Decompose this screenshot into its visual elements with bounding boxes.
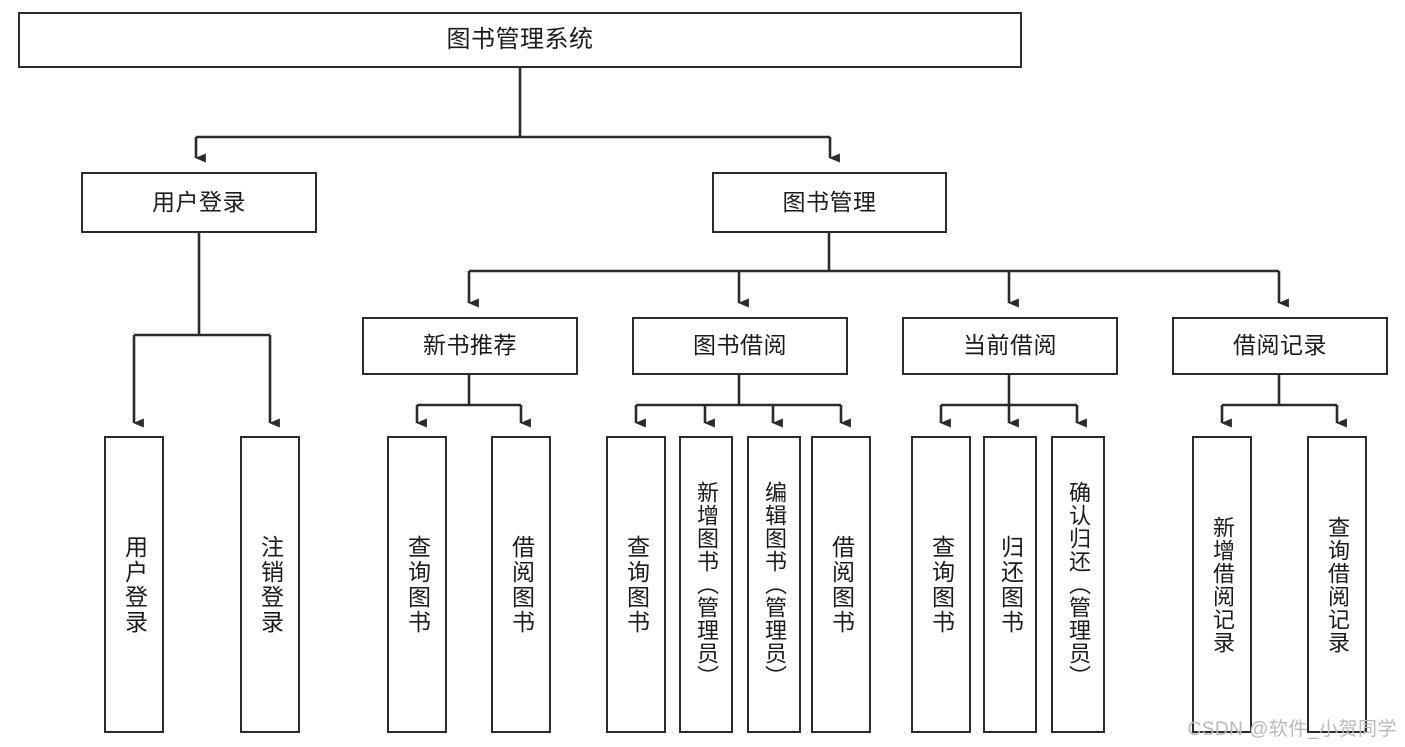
node-book-borrow-label: 图书借阅 bbox=[693, 332, 787, 359]
node-leaf-confirm-return-label: 确认归还（管理员） bbox=[1066, 481, 1091, 688]
node-leaf-query-book-1-label: 查询图书 bbox=[404, 534, 431, 635]
node-leaf-add-book-label: 新增图书（管理员） bbox=[694, 481, 719, 688]
csdn-watermark: CSDN @软件_小贺同学 bbox=[1187, 719, 1397, 740]
node-leaf-borrow-book-1-label: 借阅图书 bbox=[508, 534, 535, 635]
node-leaf-add-record[interactable]: 新增借阅记录 bbox=[1192, 436, 1252, 733]
node-book-manage[interactable]: 图书管理 bbox=[712, 172, 947, 233]
node-leaf-query-book-2-label: 查询图书 bbox=[623, 534, 650, 635]
node-leaf-user-logout[interactable]: 注销登录 bbox=[240, 436, 300, 733]
node-leaf-query-book-3-label: 查询图书 bbox=[928, 534, 955, 635]
node-leaf-query-book-1[interactable]: 查询图书 bbox=[387, 436, 447, 733]
node-user-login[interactable]: 用户登录 bbox=[81, 172, 317, 233]
node-leaf-query-book-3[interactable]: 查询图书 bbox=[911, 436, 971, 733]
node-leaf-return-book-label: 归还图书 bbox=[997, 534, 1024, 635]
node-book-borrow[interactable]: 图书借阅 bbox=[632, 317, 848, 375]
node-leaf-query-record-label: 查询借阅记录 bbox=[1325, 515, 1350, 654]
node-leaf-query-book-2[interactable]: 查询图书 bbox=[606, 436, 666, 733]
node-leaf-borrow-book-1[interactable]: 借阅图书 bbox=[491, 436, 551, 733]
node-leaf-user-login[interactable]: 用户登录 bbox=[104, 436, 164, 733]
node-user-login-label: 用户登录 bbox=[152, 188, 246, 215]
node-borrow-record[interactable]: 借阅记录 bbox=[1172, 317, 1388, 375]
node-leaf-edit-book[interactable]: 编辑图书（管理员） bbox=[747, 436, 801, 733]
node-leaf-add-record-label: 新增借阅记录 bbox=[1210, 515, 1235, 654]
node-new-book-recommend-label: 新书推荐 bbox=[423, 332, 517, 359]
node-current-borrow[interactable]: 当前借阅 bbox=[902, 317, 1118, 375]
node-root[interactable]: 图书管理系统 bbox=[18, 12, 1022, 68]
node-leaf-user-logout-label: 注销登录 bbox=[257, 534, 284, 635]
node-book-manage-label: 图书管理 bbox=[782, 188, 877, 215]
node-leaf-edit-book-label: 编辑图书（管理员） bbox=[762, 481, 787, 688]
node-new-book-recommend[interactable]: 新书推荐 bbox=[362, 317, 578, 375]
node-root-label: 图书管理系统 bbox=[446, 25, 594, 53]
node-leaf-query-record[interactable]: 查询借阅记录 bbox=[1307, 436, 1367, 733]
node-leaf-add-book[interactable]: 新增图书（管理员） bbox=[679, 436, 733, 733]
node-borrow-record-label: 借阅记录 bbox=[1233, 332, 1327, 359]
node-current-borrow-label: 当前借阅 bbox=[963, 332, 1057, 359]
node-leaf-return-book[interactable]: 归还图书 bbox=[983, 436, 1037, 733]
node-leaf-confirm-return[interactable]: 确认归还（管理员） bbox=[1051, 436, 1105, 733]
node-leaf-user-login-label: 用户登录 bbox=[121, 534, 148, 635]
node-leaf-borrow-book-2-label: 借阅图书 bbox=[828, 534, 855, 635]
node-leaf-borrow-book-2[interactable]: 借阅图书 bbox=[811, 436, 871, 733]
